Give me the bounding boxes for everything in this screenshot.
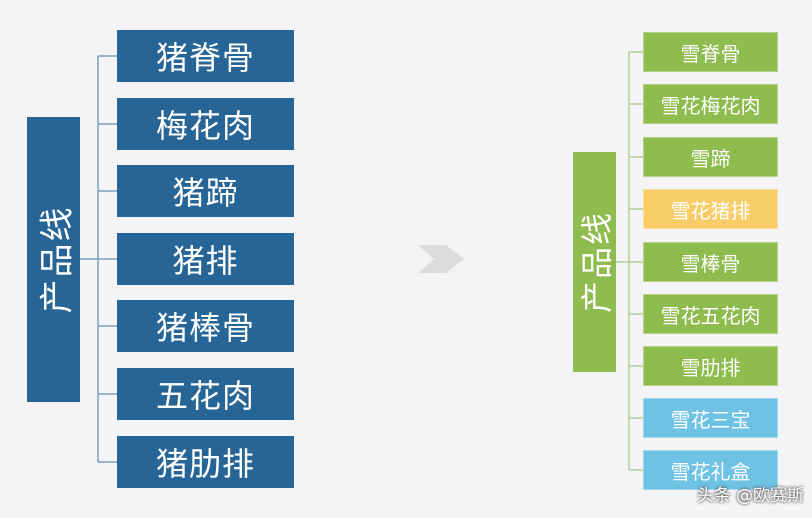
left-node-6: 五花肉 [117,368,294,420]
left-node-4: 猪排 [117,233,294,285]
left-node-7: 猪肋排 [117,436,294,488]
right-node-1: 雪脊骨 [643,32,778,72]
right-node-7: 雪肋排 [643,346,778,386]
right-node-9: 雪花礼盒 [643,450,778,490]
left-root-node: 产品线 [27,117,80,402]
right-node-8: 雪花三宝 [643,398,778,438]
right-node-6: 雪花五花肉 [643,294,778,334]
right-node-3: 雪蹄 [643,137,778,177]
right-node-5: 雪棒骨 [643,242,778,282]
left-connectors [80,55,117,463]
chevron-right-icon [418,245,464,273]
right-node-4-highlight: 雪花猪排 [643,189,778,229]
left-root-label: 产品线 [37,205,77,314]
left-node-1: 猪脊骨 [117,30,294,82]
right-root-label: 产品线 [577,210,616,314]
right-connectors [616,51,643,471]
left-node-5: 猪棒骨 [117,300,294,352]
left-node-3: 猪蹄 [117,165,294,217]
right-root-node: 产品线 [573,152,616,372]
watermark: 头条 @欧赛斯 [696,485,804,506]
left-node-2: 梅花肉 [117,98,294,150]
right-node-2: 雪花梅花肉 [643,84,778,124]
